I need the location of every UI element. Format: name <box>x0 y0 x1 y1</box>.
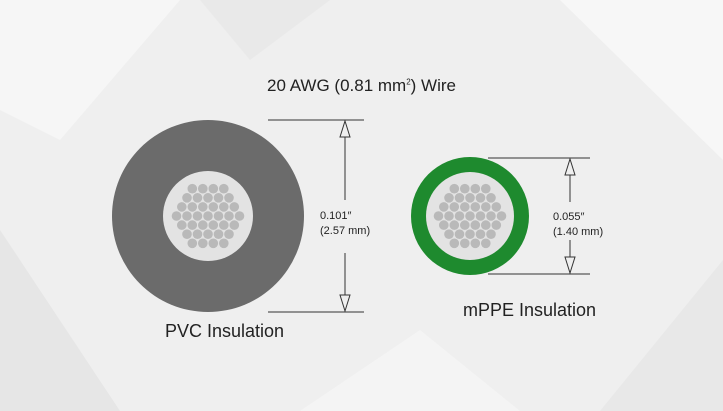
conductor-strand <box>219 220 229 230</box>
conductor-strand <box>198 220 208 230</box>
conductor-strand <box>481 183 491 194</box>
conductor-strand <box>475 193 486 203</box>
pvc-diameter-inches: 0.101″ <box>320 210 352 222</box>
conductor-strand <box>475 211 486 221</box>
conductor-strand <box>444 229 454 239</box>
conductor-strand <box>475 229 486 239</box>
conductor-strand <box>486 229 496 239</box>
conductor-strand <box>486 193 496 203</box>
conductor-strand <box>208 183 219 194</box>
conductor-strand <box>481 220 491 230</box>
conductor-strand <box>465 193 475 203</box>
conductor-strand <box>219 238 229 249</box>
conductor-strand <box>449 238 460 249</box>
conductor-strand <box>219 183 229 194</box>
conductor-strand <box>433 211 444 221</box>
conductor-strand <box>182 193 192 203</box>
conductor-strand <box>203 193 213 203</box>
conductor-strand <box>208 202 219 212</box>
conductor-strand <box>224 211 234 221</box>
conductor-strand <box>198 238 208 249</box>
pvc-arrow-down <box>339 294 351 313</box>
conductor-strand <box>229 220 240 230</box>
conductor-strand <box>192 229 203 239</box>
pvc-caption: PVC Insulation <box>165 321 285 341</box>
conductor-strand <box>491 220 502 230</box>
conductor-strand <box>449 202 460 212</box>
diagram-title: 20 AWG (0.81 mm2) Wire <box>267 76 456 95</box>
conductor-strand <box>198 202 208 212</box>
conductor-strand <box>177 220 187 230</box>
conductor-strand <box>496 211 507 221</box>
conductor-strand <box>439 220 449 230</box>
conductor-strand <box>182 211 192 221</box>
pvc-dimension <box>268 119 364 313</box>
conductor-strand <box>465 229 475 239</box>
mppe-arrow-down <box>564 256 576 275</box>
conductor-strand <box>481 238 491 249</box>
conductor-strand <box>192 211 203 221</box>
conductor-strand <box>449 220 460 230</box>
conductor-strand <box>444 193 454 203</box>
conductor-strand <box>187 183 198 194</box>
conductor-strand <box>213 193 224 203</box>
mppe-diameter-label: 0.055″ (1.40 mm) <box>553 210 603 240</box>
conductor-strand <box>203 229 213 239</box>
conductor-strand <box>449 183 460 194</box>
pvc-conductor-strands <box>171 183 245 249</box>
conductor-strand <box>470 202 481 212</box>
conductor-strand <box>470 238 481 249</box>
conductor-strand <box>208 220 219 230</box>
mppe-caption: mPPE Insulation <box>463 300 597 320</box>
mppe-conductor-strands <box>433 183 507 249</box>
conductor-strand <box>187 202 198 212</box>
conductor-strand <box>229 202 240 212</box>
conductor-strand <box>182 229 192 239</box>
conductor-strand <box>187 238 198 249</box>
conductor-strand <box>481 202 491 212</box>
conductor-strand <box>213 229 224 239</box>
conductor-strand <box>454 229 465 239</box>
mppe-diameter-mm: (1.40 mm) <box>553 226 604 238</box>
conductor-strand <box>460 220 470 230</box>
conductor-strand <box>454 211 465 221</box>
conductor-strand <box>465 211 475 221</box>
conductor-strand <box>234 211 245 221</box>
conductor-strand <box>439 202 449 212</box>
conductor-strand <box>444 211 454 221</box>
conductor-strand <box>192 193 203 203</box>
conductor-strand <box>486 211 496 221</box>
conductor-strand <box>171 211 182 221</box>
pvc-arrow-up <box>339 119 351 138</box>
conductor-strand <box>213 211 224 221</box>
conductor-strand <box>460 238 470 249</box>
conductor-strand <box>177 202 187 212</box>
conductor-strand <box>454 193 465 203</box>
conductor-strand <box>470 183 481 194</box>
conductor-strand <box>224 193 234 203</box>
conductor-strand <box>219 202 229 212</box>
mppe-wire-cross-section <box>411 157 529 275</box>
pvc-wire-cross-section <box>112 120 304 312</box>
conductor-strand <box>224 229 234 239</box>
conductor-strand <box>460 202 470 212</box>
mppe-arrow-up <box>564 157 576 176</box>
conductor-strand <box>208 238 219 249</box>
mppe-diameter-inches: 0.055″ <box>553 211 585 223</box>
pvc-diameter-label: 0.101″ (2.57 mm) <box>320 209 370 239</box>
conductor-strand <box>491 202 502 212</box>
conductor-strand <box>470 220 481 230</box>
mppe-dimension <box>488 157 590 275</box>
conductor-strand <box>198 183 208 194</box>
conductor-strand <box>203 211 213 221</box>
conductor-strand <box>460 183 470 194</box>
conductor-strand <box>187 220 198 230</box>
pvc-diameter-mm: (2.57 mm) <box>320 225 371 237</box>
